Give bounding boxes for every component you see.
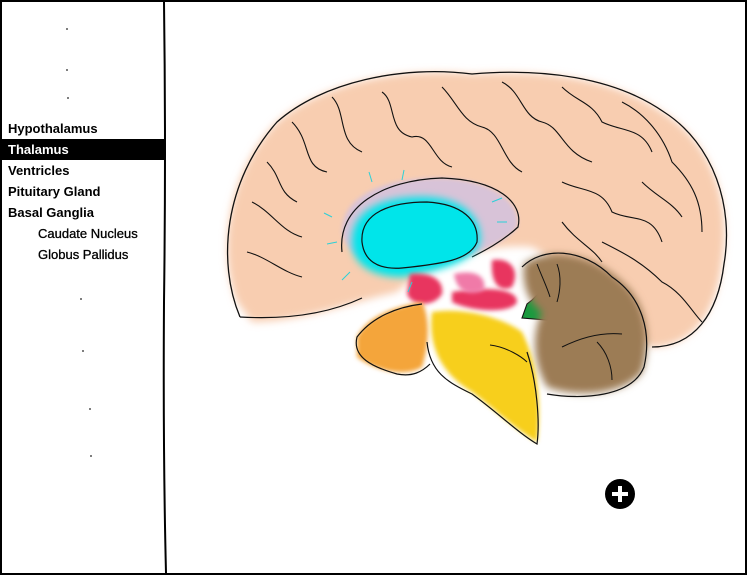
brainstem[interactable] [426, 310, 539, 445]
pons[interactable] [355, 302, 431, 376]
dot [67, 97, 69, 99]
menu-item-thalamus[interactable]: Thalamus [2, 139, 165, 160]
dot [90, 455, 92, 457]
ventricle[interactable] [352, 197, 481, 277]
menu-item-hypothalamus[interactable]: Hypothalamus [8, 121, 98, 136]
sidebar-divider [162, 2, 167, 573]
menu-item-ventricles[interactable]: Ventricles [8, 163, 70, 178]
menu-item-globus-pallidus[interactable]: Globus Pallidus [38, 247, 129, 262]
thalamus-region[interactable] [407, 259, 517, 311]
menu-item-pituitary-gland[interactable]: Pituitary Gland [8, 184, 101, 199]
dot [80, 298, 82, 300]
dot [89, 408, 91, 410]
dot [82, 350, 84, 352]
structure-menu: Hypothalamus Thalamus Ventricles Pituita… [2, 118, 165, 265]
sidebar: Hypothalamus Thalamus Ventricles Pituita… [2, 2, 165, 573]
menu-item-caudate-nucleus[interactable]: Caudate Nucleus [38, 226, 138, 241]
dot [66, 69, 68, 71]
menu-item-basal-ganglia[interactable]: Basal Ganglia [8, 205, 94, 220]
ventricle-rays [323, 169, 507, 293]
cerebellum[interactable] [521, 252, 648, 398]
hypothalamus[interactable] [454, 272, 485, 293]
dot [66, 28, 68, 30]
add-button[interactable] [605, 479, 635, 509]
